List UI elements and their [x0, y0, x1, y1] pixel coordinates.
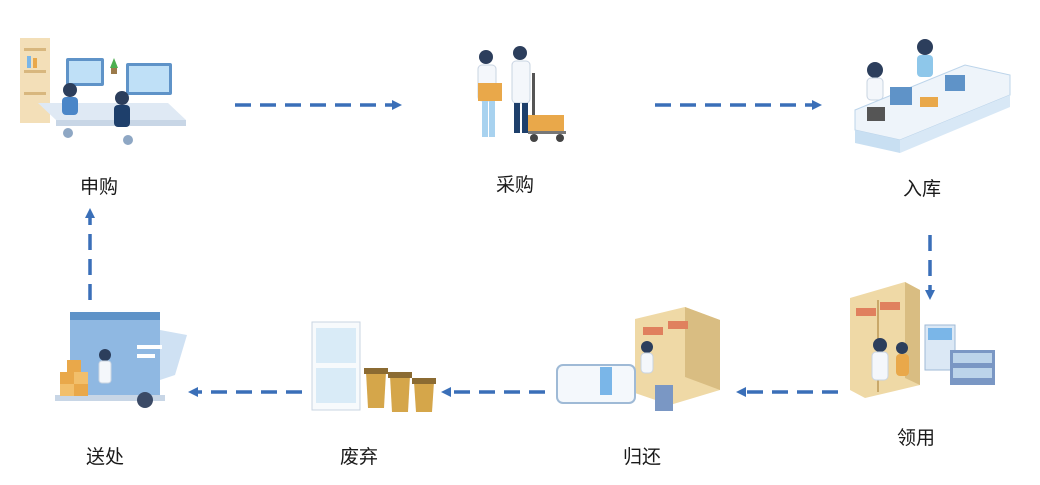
- delivery-staff-icon: [477, 46, 566, 142]
- return-cabinet-icon: [556, 307, 720, 411]
- office-desk-icon: [20, 38, 186, 145]
- storage-cabinet-icon: [850, 282, 995, 398]
- step-label-storage: 入库: [903, 178, 942, 200]
- delivery-truck-icon: [55, 312, 187, 408]
- step-label-purchase: 采购: [496, 174, 535, 196]
- waste-bins-icon: [311, 321, 436, 412]
- step-label-dispose: 送处: [86, 446, 125, 468]
- step-label-discard: 废弃: [340, 446, 379, 468]
- step-label-collect: 领用: [897, 427, 936, 449]
- step-label-apply: 申购: [80, 176, 119, 198]
- reception-counter-icon: [854, 39, 1011, 153]
- step-label-return: 归还: [623, 446, 662, 468]
